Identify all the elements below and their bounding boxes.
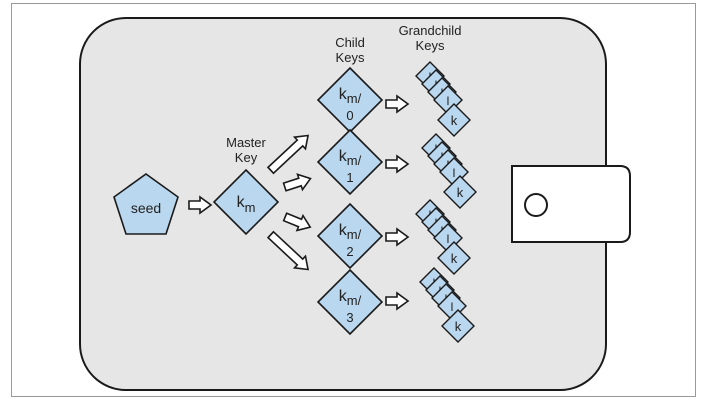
grandchild-key: k (441, 309, 475, 343)
child-key-sub: m/ (347, 91, 362, 106)
master-key-sub: m (245, 200, 256, 215)
child-key-index: 3 (346, 310, 353, 325)
grandchild-stack-2: l l l l k (415, 199, 471, 275)
master-to-child-3-arrow (266, 230, 310, 271)
child-key-base: k (339, 148, 348, 165)
svg-text:k: k (451, 113, 458, 128)
master-to-child-0-arrow (266, 134, 310, 175)
grandchild-stack-1: l l l l k (421, 133, 477, 209)
svg-text:k: k (455, 319, 462, 334)
child-key-sub: m/ (347, 227, 362, 242)
grandchild-stack-0: l l l l k (415, 61, 471, 137)
svg-text:l: l (451, 300, 454, 314)
child-key-diamond (316, 202, 384, 270)
child-keys-heading-line2: Keys (336, 50, 365, 65)
svg-text:l: l (447, 94, 450, 108)
child-key-label: km/ (339, 288, 362, 308)
figure-frame (11, 3, 696, 397)
svg-text:l: l (447, 232, 450, 246)
child-key-sub: m/ (347, 153, 362, 168)
master-key-diamond (212, 168, 280, 236)
child-key-node-0: km/ 0 (316, 66, 384, 134)
master-key-heading-line2: Key (235, 150, 258, 165)
pentagon-icon (113, 173, 179, 235)
grandchild-key: k (437, 241, 471, 275)
child-key-diamond (316, 128, 384, 196)
child-key-index: 1 (346, 170, 353, 185)
clasp-button-icon (524, 193, 548, 217)
grandchild-stack-3: l l l l k (419, 267, 475, 343)
seed-label: seed (131, 200, 161, 216)
grandchild-keys-heading-line2: Keys (416, 38, 445, 53)
seed-node: seed (113, 173, 179, 235)
child-key-sub: m/ (347, 293, 362, 308)
child-key-label: km/ (339, 222, 362, 242)
grandchild-key: k (443, 175, 477, 209)
master-key-base: k (237, 194, 246, 211)
grandchild-key: k (437, 103, 471, 137)
child-key-base: k (339, 222, 348, 239)
master-key-heading-line1: Master (226, 135, 266, 150)
child-key-label: km/ (339, 86, 362, 106)
child-key-index: 2 (346, 244, 353, 259)
master-key-node: km (212, 168, 280, 236)
master-to-child-2-arrow (282, 212, 312, 232)
child-key-label: km/ (339, 148, 362, 168)
grandchild-keys-heading-line1: Grandchild (399, 23, 462, 38)
child-key-base: k (339, 86, 348, 103)
child-keys-heading-line1: Child (335, 35, 365, 50)
svg-text:k: k (457, 185, 464, 200)
master-key-label: km (237, 194, 256, 215)
clasp-tab (511, 165, 631, 243)
wallet-clasp (511, 165, 631, 243)
master-to-child-1-arrow (282, 173, 312, 192)
child-key-node-3: km/ 3 (316, 268, 384, 336)
child-key-diamond (316, 268, 384, 336)
child-key-base: k (339, 288, 348, 305)
svg-text:k: k (451, 251, 458, 266)
child-key-node-2: km/ 2 (316, 202, 384, 270)
child-key-index: 0 (346, 108, 353, 123)
svg-text:l: l (453, 166, 456, 180)
child-key-node-1: km/ 1 (316, 128, 384, 196)
